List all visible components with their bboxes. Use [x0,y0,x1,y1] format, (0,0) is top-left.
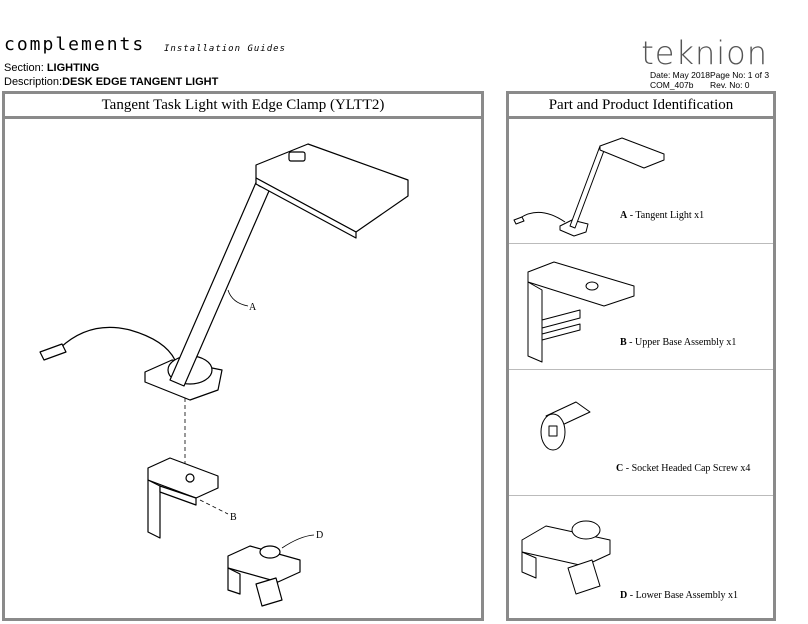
main-panel-header: Tangent Task Light with Edge Clamp (YLTT… [5,94,481,119]
callout-b-label: B [230,512,237,523]
part-b-text: - Upper Base Assembly x1 [626,337,737,348]
divider [509,495,773,496]
description-label: Description: [4,76,63,88]
parts-panel: Part and Product Identification [506,91,776,621]
section-label: Section: [4,62,44,74]
brand-subtitle: Installation Guides [164,44,286,54]
main-drawing-panel: Tangent Task Light with Edge Clamp (YLTT… [2,91,484,621]
callout-d-label: D [316,530,323,541]
parts-panel-header: Part and Product Identification [509,94,773,119]
divider [509,243,773,244]
part-a-text: - Tangent Light x1 [627,210,705,221]
part-c-text: - Socket Headed Cap Screw x4 [623,463,751,474]
part-a-letter: A [620,210,628,221]
part-d-caption: D - Lower Base Assembly x1 [620,590,738,601]
parts-panel-title: Part and Product Identification [548,97,734,113]
header-date: Date: May 2018 [650,70,711,80]
callout-a-label: A [249,302,257,313]
teknion-logo: teknion [641,34,768,72]
part-c-letter: C [616,463,624,474]
header-doc-code: COM_407b [650,80,694,90]
divider [509,369,773,370]
header-rev-no: Rev. No: 0 [710,80,750,90]
description-line: Description:DESK EDGE TANGENT LIGHT [4,76,218,88]
section-value: LIGHTING [46,62,100,74]
description-value: DESK EDGE TANGENT LIGHT [62,76,219,88]
part-b-letter: B [620,337,627,348]
main-panel-title: Tangent Task Light with Edge Clamp (YLTT… [101,97,385,113]
part-b-caption: B - Upper Base Assembly x1 [620,337,736,348]
section-line: Section: LIGHTING [4,62,99,74]
part-d-letter: D [620,590,628,601]
part-d-text: - Lower Base Assembly x1 [627,590,739,601]
part-c-caption: C - Socket Headed Cap Screw x4 [616,463,750,474]
header-page-no: Page No: 1 of 3 [710,70,770,80]
brand-name: complements [4,34,146,55]
part-a-caption: A - Tangent Light x1 [620,210,704,221]
